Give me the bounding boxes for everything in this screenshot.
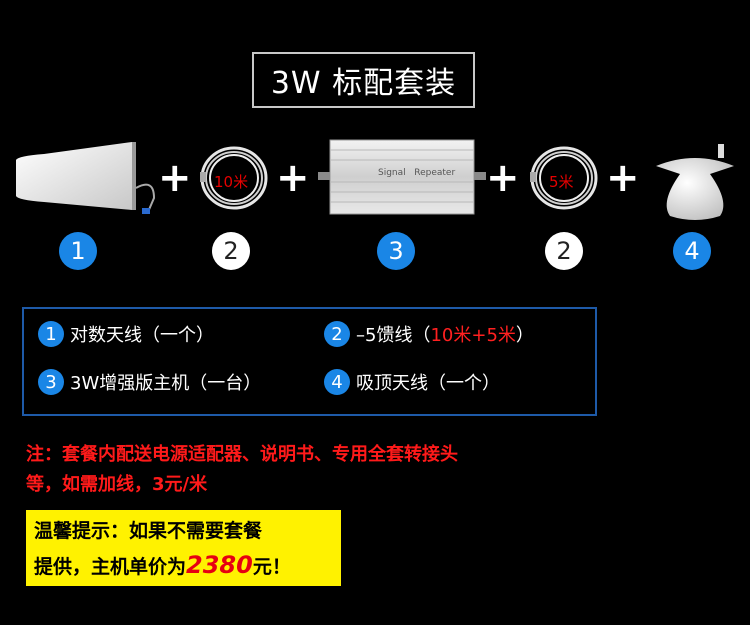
legend-text: 3W增强版主机（一台） xyxy=(70,373,262,394)
package-note-line-2: 等，如需加线，3元/米 xyxy=(26,474,208,495)
plus-sign: + xyxy=(606,155,640,201)
package-title: 3W 标配套装 xyxy=(252,52,475,108)
item-number-badge: 2 xyxy=(545,232,583,270)
legend-item-2: 2 –5馈线（ 10米+5米 ） xyxy=(324,321,534,347)
legend-number: 3 xyxy=(38,369,64,395)
signal-repeater-image xyxy=(318,138,486,218)
tip-line-1: 温馨提示：如果不需要套餐 xyxy=(34,520,263,542)
legend-item-4: 4 吸顶天线（一个） xyxy=(324,369,500,395)
item-number-badge: 3 xyxy=(377,232,415,270)
cable-length-label: 10米 xyxy=(214,173,249,191)
unit-price: 2380 xyxy=(186,551,253,579)
tip-text-end: 元！ xyxy=(252,556,291,578)
item-number-badge: 4 xyxy=(673,232,711,270)
legend-text: –5馈线（ xyxy=(356,325,431,346)
plus-sign: + xyxy=(276,155,310,201)
legend-number: 1 xyxy=(38,321,64,347)
tip-text: 提供，主机单价为 xyxy=(34,556,187,578)
ceiling-antenna-image xyxy=(650,132,740,224)
legend-number: 4 xyxy=(324,369,350,395)
legend-number: 2 xyxy=(324,321,350,347)
item-number-badge: 1 xyxy=(59,232,97,270)
legend-item-3: 3 3W增强版主机（一台） xyxy=(38,369,261,395)
price-tip-box: 温馨提示：如果不需要套餐 提供，主机单价为2380元！ xyxy=(26,510,341,586)
item-number-badge: 2 xyxy=(212,232,250,270)
legend-text-close: ） xyxy=(515,325,534,346)
tip-line-2: 提供，主机单价为2380元！ xyxy=(34,548,333,582)
legend-text: 对数天线（一个） xyxy=(70,325,214,346)
contents-legend: 1 对数天线（一个） 2 –5馈线（ 10米+5米 ） 3 3W增强版主机（一台… xyxy=(22,307,597,416)
plus-sign: + xyxy=(486,155,520,201)
plus-sign: + xyxy=(158,155,192,201)
package-note-line-1: 注：套餐内配送电源适配器、说明书、专用全套转接头 xyxy=(26,444,458,465)
repeater-device-label: Signal Repeater xyxy=(378,168,456,178)
legend-text: 吸顶天线（一个） xyxy=(356,373,500,394)
cable-coil-10m-image xyxy=(196,142,272,214)
legend-item-1: 1 对数天线（一个） xyxy=(38,321,214,347)
cable-length-label: 5米 xyxy=(549,173,574,191)
cable-coil-5m-image xyxy=(526,142,602,214)
legend-cable-lengths: 10米+5米 xyxy=(430,325,516,346)
log-periodic-antenna-image xyxy=(14,138,164,218)
